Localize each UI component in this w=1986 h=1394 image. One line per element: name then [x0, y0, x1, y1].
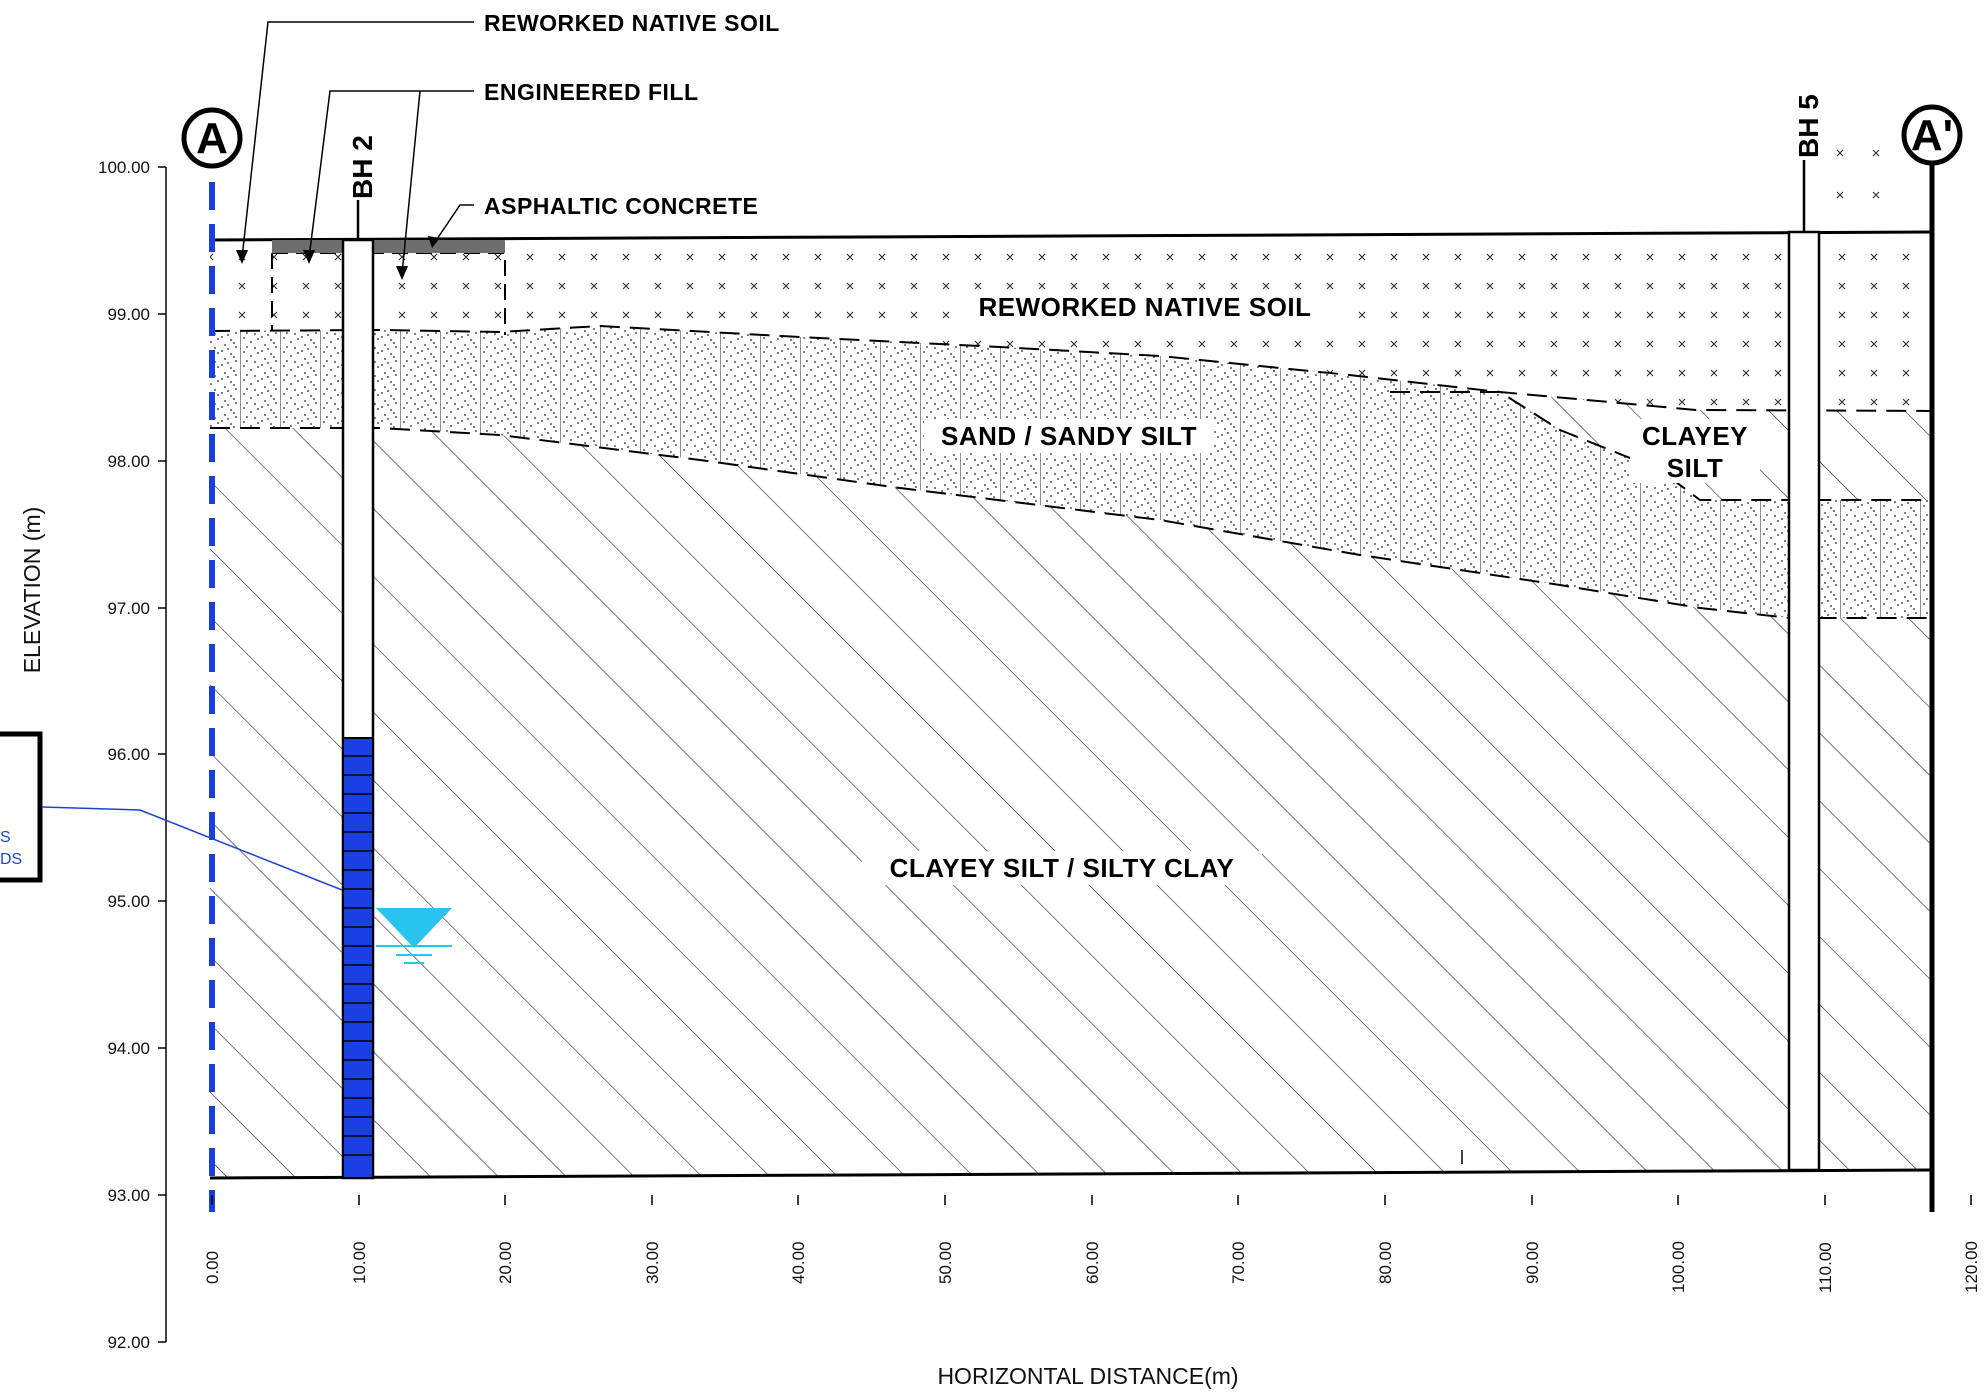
svg-text:A: A — [196, 114, 228, 163]
x-tick-label: 90.00 — [1523, 1241, 1542, 1284]
borehole-bh5: BH 5 — [1787, 94, 1824, 1172]
note-line1: S — [0, 829, 11, 846]
x-tick-label: 50.00 — [936, 1241, 955, 1284]
callout-asphaltic-concrete: ASPHALTIC CONCRETE — [428, 193, 758, 248]
y-tick-label: 96.00 — [107, 745, 150, 764]
x-tick-label: 30.00 — [643, 1241, 662, 1284]
label-clayey-silt-line1: CLAYEY — [1642, 421, 1748, 451]
ground-surface-line — [209, 230, 1933, 242]
svg-text:ASPHALTIC CONCRETE: ASPHALTIC CONCRETE — [484, 193, 758, 219]
y-axis: 100.00 99.00 98.00 97.00 96.00 95.00 94.… — [19, 158, 167, 1352]
label-clayey-silt-line2: SILT — [1667, 453, 1723, 483]
svg-text:A': A' — [1911, 111, 1953, 160]
x-tick-label: 20.00 — [496, 1241, 515, 1284]
y-tick-label: 95.00 — [107, 892, 150, 911]
x-tick-label: 40.00 — [789, 1241, 808, 1284]
x-tick-label: 120.00 — [1962, 1241, 1981, 1293]
stratum-clayey-silt-silty-clay — [210, 428, 1932, 1178]
label-sand-sandy-silt: SAND / SANDY SILT — [941, 421, 1197, 451]
svg-text:ENGINEERED FILL: ENGINEERED FILL — [484, 79, 699, 105]
bh2-label: BH 2 — [347, 135, 378, 199]
y-tick-label: 97.00 — [107, 599, 150, 618]
note-line2: DS — [0, 851, 22, 868]
x-axis-title: HORIZONTAL DISTANCE(m) — [937, 1363, 1238, 1389]
stratum-sand-sandy-silt — [210, 326, 1932, 618]
y-tick-label: 94.00 — [107, 1039, 150, 1058]
callout-engineered-fill: ENGINEERED FILL — [303, 79, 699, 280]
asphaltic-concrete-layer — [272, 240, 505, 253]
x-tick-label: 70.00 — [1229, 1241, 1248, 1284]
section-marker-start: A — [181, 107, 243, 169]
y-tick-label: 93.00 — [107, 1186, 150, 1205]
x-tick-label: 60.00 — [1083, 1241, 1102, 1284]
y-tick-label: 99.00 — [107, 305, 150, 324]
x-tick-label: 110.00 — [1816, 1242, 1835, 1293]
callout-reworked-native-soil: REWORKED NATIVE SOIL — [236, 10, 780, 264]
water-table-triangle-icon — [376, 908, 452, 964]
x-tick-label: 0.00 — [203, 1251, 222, 1284]
bh2-well-screen — [342, 737, 374, 1179]
note-callout: S DS — [0, 731, 343, 891]
svg-text:REWORKED NATIVE SOIL: REWORKED NATIVE SOIL — [484, 10, 780, 36]
x-tick-label: 80.00 — [1376, 1241, 1395, 1284]
boundary-reworked-sand — [209, 324, 1933, 412]
x-axis: 0.00 10.00 20.00 30.00 40.00 50.00 60.00… — [203, 1195, 1981, 1389]
y-tick-label: 100.00 — [98, 158, 150, 177]
label-clayey-silt-silty-clay: CLAYEY SILT / SILTY CLAY — [890, 853, 1235, 883]
y-tick-label: 98.00 — [107, 452, 150, 471]
y-tick-label: 92.00 — [107, 1333, 150, 1352]
y-axis-title: ELEVATION (m) — [19, 507, 45, 674]
x-tick-label: 100.00 — [1669, 1241, 1688, 1293]
section-bottom-line — [209, 1168, 1933, 1180]
boundary-clayey-silt-sand — [1390, 391, 1932, 501]
label-reworked-native-soil: REWORKED NATIVE SOIL — [978, 292, 1311, 322]
borehole-bh2: BH 2 — [341, 135, 378, 1180]
crosses-above-surface — [1836, 149, 1880, 199]
boundary-sand-clay — [210, 427, 1932, 619]
x-tick-label: 10.00 — [350, 1241, 369, 1284]
section-marker-end: A' — [1901, 104, 1963, 166]
bh5-label: BH 5 — [1793, 94, 1824, 158]
